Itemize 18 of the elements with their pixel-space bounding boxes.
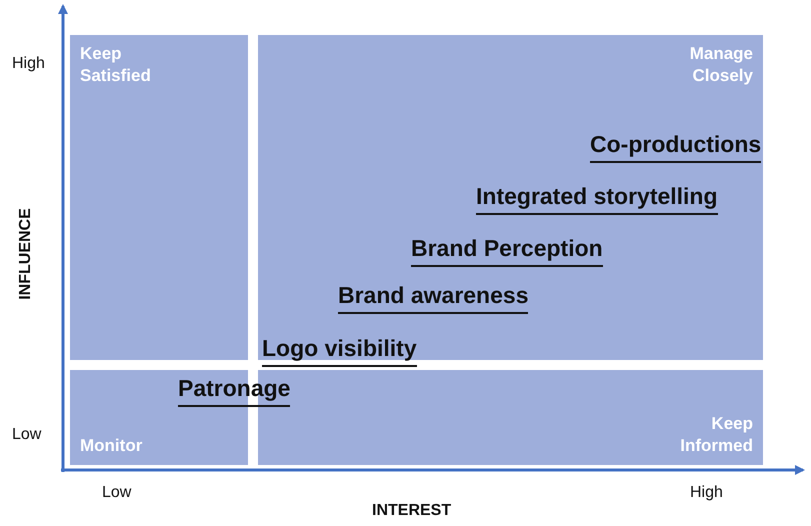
stakeholder-item: Brand awareness — [338, 282, 528, 314]
quadrant-label: Keep Satisfied — [80, 43, 152, 88]
axis-label: High — [12, 55, 45, 73]
stakeholder-item: Logo visibility — [262, 335, 417, 367]
quadrant-label: Monitor — [80, 434, 144, 457]
quadrant-label: Manage Closely — [688, 43, 753, 88]
stakeholder-item: Brand Perception — [411, 235, 603, 267]
axis-title: INTEREST — [372, 502, 452, 520]
axis-label: Low — [102, 484, 132, 502]
axis-label: High — [690, 484, 723, 502]
stakeholder-item: Co-productions — [590, 131, 762, 163]
axis-label: Low — [12, 426, 42, 444]
quadrant-box — [70, 35, 248, 360]
axis-title: INFLUENCE — [16, 208, 35, 300]
stakeholder-item: Integrated storytelling — [476, 183, 718, 215]
quadrant-box — [258, 35, 763, 360]
quadrant-label: Keep Informed — [679, 412, 753, 457]
stakeholder-item: Patronage — [178, 375, 290, 407]
